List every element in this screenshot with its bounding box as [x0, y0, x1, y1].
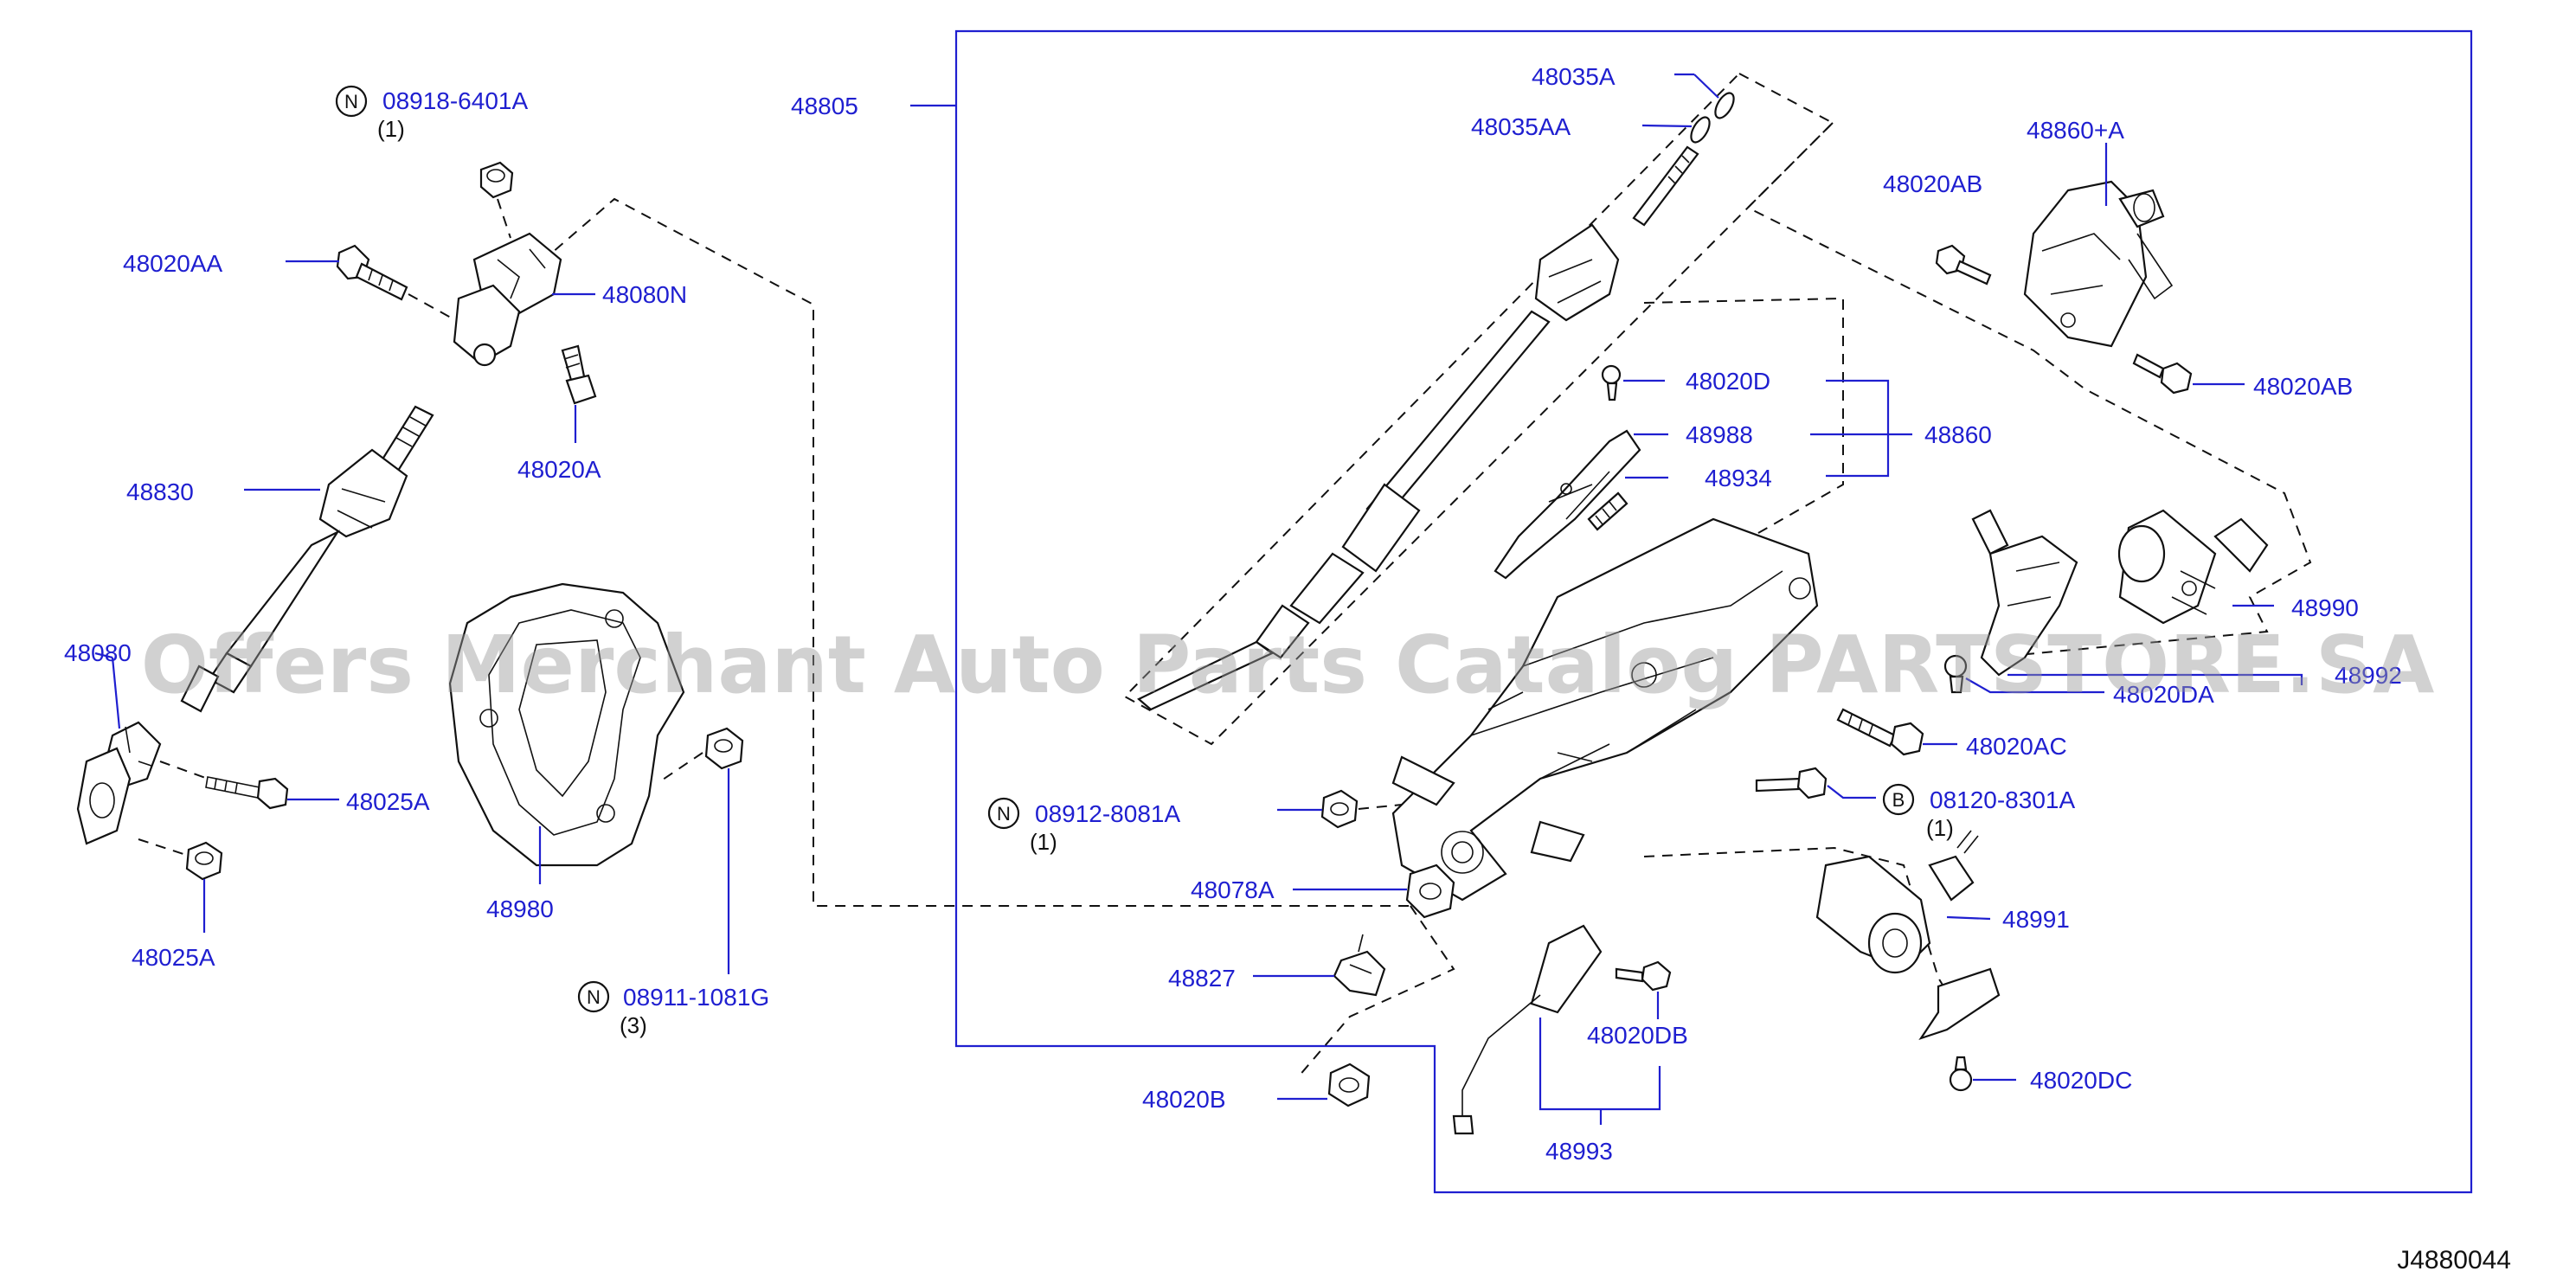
part-number: 08120-8301A: [1930, 786, 2075, 813]
part-label-08911-1081G[interactable]: N 08911-1081G (3): [577, 980, 769, 1038]
nut-08918-6401A-drawing: [479, 161, 514, 199]
spring-48934-drawing: [1587, 491, 1628, 531]
part-label-48992[interactable]: 48992: [2335, 662, 2402, 689]
part-quantity: (3): [620, 1012, 647, 1038]
o-ring-48035A-drawing: [1714, 92, 1735, 119]
part-label-48988[interactable]: 48988: [1686, 421, 1753, 448]
nut-48025A-drawing: [185, 841, 223, 881]
part-label-48991[interactable]: 48991: [2002, 906, 2070, 933]
screw-48020D-drawing: [1601, 364, 1622, 401]
part-label-48020DA[interactable]: 48020DA: [2113, 681, 2214, 708]
part-label-48020DB[interactable]: 48020DB: [1587, 1022, 1688, 1049]
part-label-48805[interactable]: 48805: [791, 93, 858, 119]
bolt-48020DB-drawing: [1615, 960, 1672, 992]
column-shaft-48805-drawing: [1137, 145, 1699, 711]
o-ring-48035AA-drawing: [1690, 116, 1711, 144]
bolt-48020AC-drawing: [1836, 708, 1924, 756]
nut-48078A-drawing: [1405, 863, 1455, 919]
lever-48988-drawing: [1494, 429, 1641, 580]
dashed-group-lower: [1297, 905, 1455, 1078]
diagram-reference-code: J4880044: [2397, 1246, 2511, 1274]
cover-plate-48980-drawing: [448, 582, 685, 867]
part-quantity: (1): [1926, 815, 1954, 841]
part-label-48020A[interactable]: 48020A: [517, 456, 601, 483]
part-label-48980[interactable]: 48980: [486, 896, 554, 922]
dashed-group-48860: [1643, 297, 1844, 555]
dashed-group-column-shaft: [1123, 72, 1834, 746]
part-label-08912-8081A[interactable]: N 08912-8081A (1): [987, 797, 1180, 855]
bolt-08120-8301A-drawing: [1755, 767, 1828, 799]
bolt-48020AB-bottom-drawing: [2132, 353, 2193, 395]
part-label-48020AB-top[interactable]: 48020AB: [1883, 170, 1982, 197]
clip-48991-lower-drawing: [1918, 967, 2001, 1041]
watermark-text: Offers Merchant Auto Parts Catalog PARTS…: [141, 619, 2435, 711]
part-number: 08912-8081A: [1035, 800, 1180, 827]
u-joint-48080N-drawing: [453, 232, 562, 367]
bolt-48025A-drawing: [205, 776, 289, 810]
part-label-48035A[interactable]: 48035A: [1532, 63, 1616, 90]
part-label-48860[interactable]: 48860: [1924, 421, 1992, 448]
nut-08912-8081A-drawing: [1320, 789, 1359, 829]
clip-48827-drawing: [1333, 934, 1386, 997]
bolt-badge: B: [1892, 789, 1905, 811]
bolt-48020A-drawing: [561, 344, 597, 405]
part-label-48860A[interactable]: 48860+A: [2027, 117, 2124, 144]
leader-lines: [94, 73, 2303, 1125]
part-label-48020DC[interactable]: 48020DC: [2030, 1067, 2132, 1094]
nut-badge: N: [997, 803, 1011, 825]
dashed-group-intermediate-shaft: [458, 197, 1410, 907]
solenoid-48991-drawing: [1815, 830, 1979, 974]
nut-badge: N: [587, 986, 601, 1008]
part-label-48020B[interactable]: 48020B: [1142, 1086, 1226, 1113]
screw-48020DC-drawing: [1949, 1056, 1973, 1092]
part-label-48025A-bolt[interactable]: 48025A: [346, 788, 430, 815]
part-label-48080[interactable]: 48080: [64, 639, 132, 666]
dashed-group-48991: [1643, 846, 1965, 1022]
part-label-48078A[interactable]: 48078A: [1191, 876, 1275, 903]
part-label-48020AB-bottom[interactable]: 48020AB: [2253, 373, 2353, 400]
part-label-48020AC[interactable]: 48020AC: [1966, 733, 2067, 760]
part-label-48990[interactable]: 48990: [2291, 594, 2359, 621]
shaft-48830-drawing: [180, 405, 434, 713]
u-joint-48080-drawing: [76, 721, 162, 845]
part-label-48827[interactable]: 48827: [1168, 965, 1236, 992]
part-label-08918-6401A[interactable]: N 08918-6401A (1): [335, 85, 528, 142]
part-label-48035AA[interactable]: 48035AA: [1471, 113, 1571, 140]
column-bracket-48860-drawing: [1391, 517, 1819, 902]
part-number: 08911-1081G: [623, 984, 769, 1011]
nut-08911-1081G-drawing: [704, 727, 744, 770]
part-label-48020AA[interactable]: 48020AA: [123, 250, 223, 277]
part-label-48993[interactable]: 48993: [1545, 1138, 1613, 1165]
part-label-48025A-nut[interactable]: 48025A: [132, 944, 215, 971]
assembly-48805-outline: [954, 29, 2473, 1194]
screw-48020DA-drawing: [1943, 654, 1968, 694]
bolt-48020AA-drawing: [336, 244, 408, 301]
part-label-48934[interactable]: 48934: [1705, 465, 1772, 491]
bracket-48992-drawing: [1971, 509, 2078, 677]
part-quantity: (1): [377, 116, 405, 142]
bracket-48860A-drawing: [2023, 180, 2174, 348]
part-label-48830[interactable]: 48830: [126, 478, 194, 505]
nut-48020B-drawing: [1327, 1063, 1371, 1107]
part-label-48080N[interactable]: 48080N: [602, 281, 687, 308]
lock-actuator-48990-drawing: [2117, 509, 2269, 625]
nut-badge: N: [344, 91, 358, 112]
part-number: 08918-6401A: [382, 87, 528, 114]
switch-48993-drawing: [1452, 924, 1603, 1135]
part-label-48020D[interactable]: 48020D: [1686, 368, 1770, 395]
bolt-48020AB-top-drawing: [1935, 244, 1992, 286]
dashed-group-48860A: [1746, 122, 2312, 658]
part-quantity: (1): [1030, 829, 1057, 855]
part-label-08120-8301A[interactable]: B 08120-8301A (1): [1882, 783, 2075, 841]
